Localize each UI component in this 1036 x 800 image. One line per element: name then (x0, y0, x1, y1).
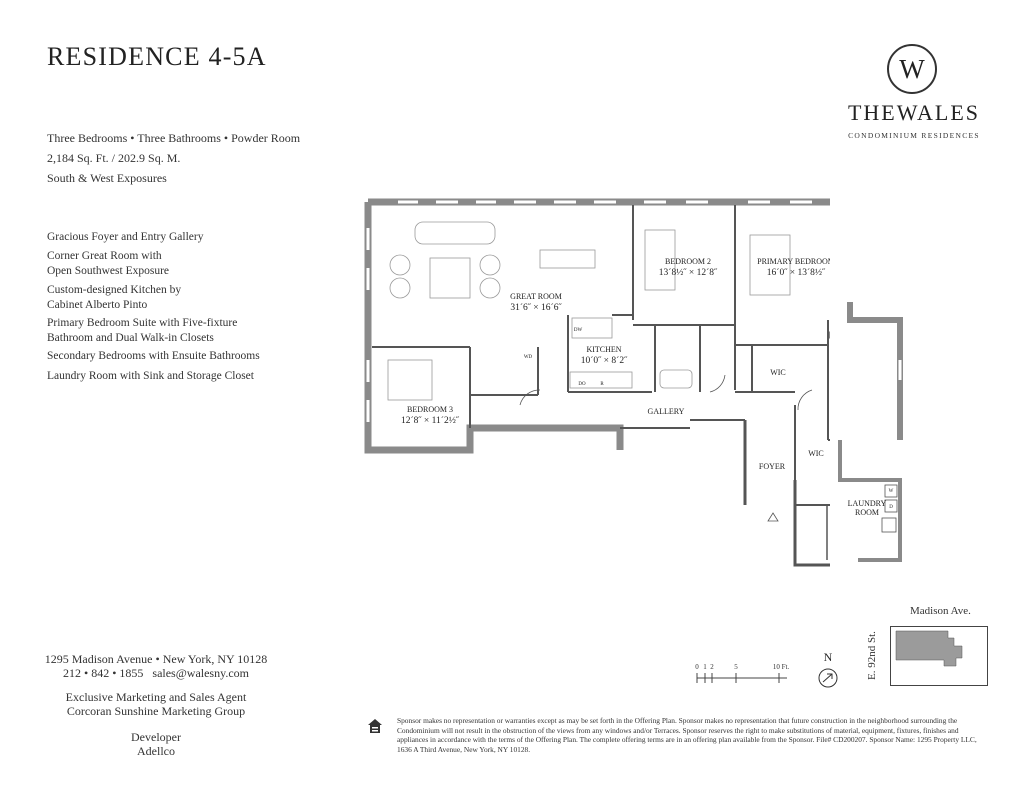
spec-area: 2,184 Sq. Ft. / 202.9 Sq. M. (47, 151, 181, 165)
label-d: D (889, 505, 893, 510)
feature-item: Primary Bedroom Suite with Five-fixture … (47, 317, 238, 344)
dims-bedroom-2: 13´8½˝ × 12´8˝ (659, 267, 718, 278)
brand-subtitle: CONDOMINIUM RESIDENCES (848, 131, 980, 140)
label-do: DO (578, 382, 586, 387)
label-w: W (889, 489, 894, 494)
label-wic: WIC (770, 368, 786, 377)
armchair (389, 254, 411, 276)
feature-item: Corner Great Room with Open Southwest Ex… (47, 250, 170, 277)
entry-marker-icon (767, 512, 779, 522)
bed-bedroom-3 (387, 359, 433, 401)
label-foyer: FOYER (759, 462, 786, 471)
armchair (389, 277, 411, 299)
label-dw: DW (574, 328, 583, 333)
bathtub (659, 369, 693, 389)
developer-name: Adellco (137, 744, 175, 758)
label-wd: WD (524, 355, 533, 360)
brand-name: THEWALES (847, 100, 981, 125)
north-label: N (823, 650, 833, 664)
door-swing (797, 389, 813, 411)
feature-item: Laundry Room with Sink and Storage Close… (47, 370, 254, 382)
kitchen-counter (569, 371, 633, 389)
kitchen-island (571, 317, 613, 339)
label-bedroom-3: BEDROOM 3 (407, 405, 453, 414)
label-primary-bedroom: PRIMARY BEDROOM (757, 257, 830, 266)
page-title: RESIDENCE 4-5A (47, 42, 267, 71)
label-r: R (600, 382, 604, 387)
north-compass: N (814, 650, 842, 695)
scale-tick: 5 (734, 663, 738, 671)
label-wic: WIC (808, 449, 824, 458)
armchair (479, 254, 501, 276)
label-bedroom-2: BEDROOM 2 (665, 257, 711, 266)
scale-tick: 0 (695, 663, 699, 671)
scale-tick: 2 (710, 663, 714, 671)
interior-wall (793, 480, 830, 567)
label-gallery: GALLERY (648, 407, 685, 416)
key-map (890, 626, 988, 686)
scale-bar: 0 1 2 5 10 Ft. (695, 663, 790, 683)
coffee-table (429, 257, 471, 299)
dryer (884, 499, 898, 513)
feature-item: Gracious Foyer and Entry Gallery (47, 231, 204, 243)
brand-logo-icon: W (887, 44, 937, 94)
label-kitchen: KITCHEN (586, 345, 621, 354)
building-footprint (895, 630, 963, 667)
dims-bedroom-3: 12´8˝ × 11´2½˝ (401, 415, 460, 426)
sofa (414, 221, 496, 245)
bed-primary (749, 234, 791, 296)
street-e92: E. 92nd St. (866, 631, 878, 680)
contact-address: 1295 Madison Avenue • New York, NY 10128 (44, 652, 268, 666)
developer-title: Developer (131, 730, 181, 744)
feature-item: Secondary Bedrooms with Ensuite Bathroom… (47, 350, 260, 362)
feature-item: Custom-designed Kitchen by Cabinet Alber… (47, 284, 182, 311)
label-laundry: LAUNDRY (848, 499, 887, 508)
label-laundry-room: ROOM (855, 508, 879, 517)
label-great-room: GREAT ROOM (510, 292, 562, 301)
dims-great-room: 31´6˝ × 16´6˝ (510, 302, 562, 313)
dims-primary-bedroom: 16´0˝ × 13´8½˝ (767, 267, 826, 278)
floor-plan-east-wing: LAUNDRY ROOM W D (838, 302, 903, 562)
contact-phone-email: 212 • 842 • 1855 sales@walesny.com (63, 666, 249, 680)
exterior-wall (847, 302, 903, 440)
armchair (479, 277, 501, 299)
dims-kitchen: 10´0˝ × 8´2˝ (581, 355, 628, 366)
exterior-wall (838, 440, 902, 562)
interior-wall (795, 504, 830, 506)
compass-arrow-icon (818, 668, 838, 688)
door-swing (519, 389, 541, 406)
sink (881, 517, 897, 533)
door-swing (709, 374, 726, 393)
washer (884, 484, 898, 498)
bed-bedroom-2 (644, 229, 676, 291)
street-madison: Madison Ave. (910, 605, 971, 617)
spec-rooms: Three Bedrooms • Three Bathrooms • Powde… (47, 131, 301, 145)
floor-plan: GREAT ROOM 31´6˝ × 16´6˝ KITCHEN 10´0˝ ×… (364, 198, 830, 567)
scale-tick: 10 Ft. (773, 663, 790, 671)
scale-tick: 1 (703, 663, 707, 671)
disclaimer-text: Sponsor makes no representation or warra… (397, 716, 977, 754)
dining-table (539, 249, 596, 269)
brand-monogram: W (899, 53, 925, 84)
agent-title: Exclusive Marketing and Sales Agent (65, 690, 247, 704)
agent-name: Corcoran Sunshine Marketing Group (66, 704, 246, 718)
spec-exposure: South & West Exposures (47, 171, 167, 185)
equal-housing-icon (368, 719, 382, 733)
